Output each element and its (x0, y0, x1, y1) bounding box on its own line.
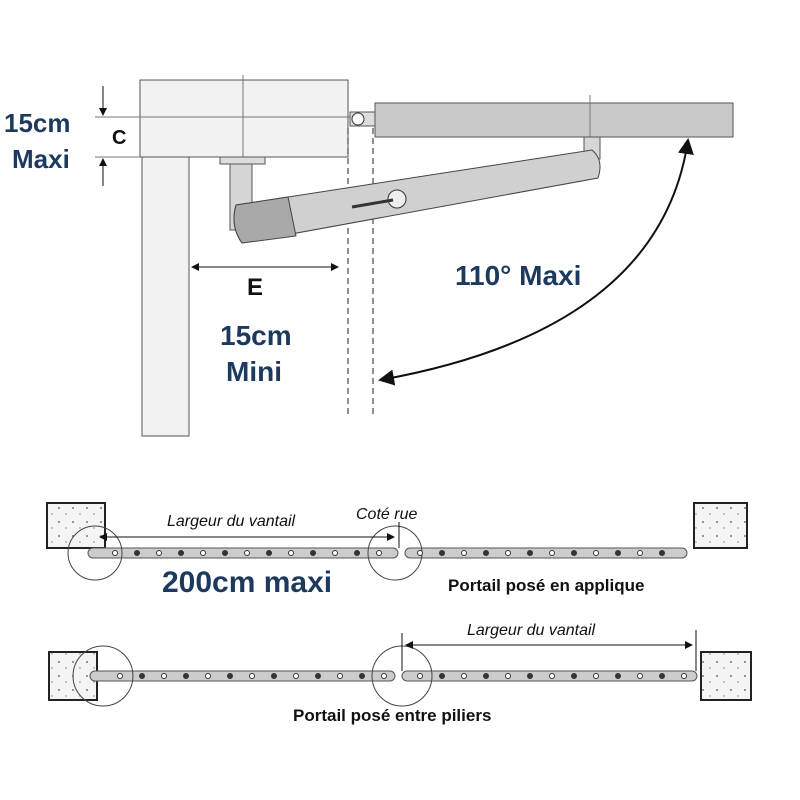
gate-hole (381, 673, 387, 679)
dim-e-label: E (247, 274, 264, 301)
e-value: 15cm (220, 320, 292, 351)
gate-hole (161, 673, 167, 679)
gate-hole (139, 673, 145, 679)
leaf-width-label: Largeur du vantail (167, 513, 296, 530)
gate-hole (549, 550, 555, 556)
pillar (139, 75, 349, 437)
gate-hole (315, 673, 321, 679)
max-width-label: 200cm maxi (162, 566, 333, 599)
gate-hole (337, 673, 343, 679)
gate-hole (505, 673, 511, 679)
gate-hole (205, 673, 211, 679)
caption-entre-piliers: Portail posé entre piliers (293, 706, 492, 725)
gate-hole (615, 550, 621, 556)
e-qualifier: Mini (226, 356, 282, 387)
leaf-width-label: Largeur du vantail (467, 622, 596, 639)
gate-hole (637, 673, 643, 679)
gate-hole (112, 550, 118, 556)
gate-hole (354, 550, 360, 556)
gate-hole (439, 550, 445, 556)
gate-hole (266, 550, 272, 556)
height-qualifier: Maxi (12, 144, 70, 174)
gate-hole (637, 550, 643, 556)
gate-hole (310, 550, 316, 556)
layout-entre-piliers (48, 630, 752, 707)
opening-angle-label: 110° Maxi (455, 260, 582, 291)
gate-hole (293, 673, 299, 679)
gate-leaf-top (374, 95, 734, 170)
gate-hole (249, 673, 255, 679)
gate-hole (593, 673, 599, 679)
gate-hole (288, 550, 294, 556)
gate-hole (359, 673, 365, 679)
caption-en-applique: Portail posé en applique (448, 576, 645, 595)
gate-hole (178, 550, 184, 556)
gate-hole (483, 550, 489, 556)
gate-hole (461, 550, 467, 556)
gate-hole (222, 550, 228, 556)
gate-hole (549, 673, 555, 679)
gate-hole (117, 673, 123, 679)
gate-hole (134, 550, 140, 556)
gate-hole (183, 673, 189, 679)
gate-hole (593, 550, 599, 556)
gate-hole (461, 673, 467, 679)
hinge (349, 111, 376, 127)
gate-hole (681, 673, 687, 679)
gate-hole (156, 550, 162, 556)
gate-hole (527, 550, 533, 556)
gate-hole (483, 673, 489, 679)
height-value: 15cm (4, 108, 71, 138)
gate-hole (244, 550, 250, 556)
gate-hole (571, 550, 577, 556)
gate-hole (271, 673, 277, 679)
gate-hole (571, 673, 577, 679)
dim-c-label: C (112, 127, 127, 149)
gate-hole (376, 550, 382, 556)
gate-hole (417, 550, 423, 556)
gate-hole (227, 673, 233, 679)
opening-angle-arc (378, 138, 694, 386)
gate-hole (439, 673, 445, 679)
street-side-label: Coté rue (356, 506, 418, 523)
height-dimension (95, 86, 355, 186)
gate-hole (332, 550, 338, 556)
gate-holes (112, 550, 687, 679)
gate-hole (659, 550, 665, 556)
gate-hole (615, 673, 621, 679)
gate-hole (417, 673, 423, 679)
gate-hole (505, 550, 511, 556)
gate-hole (527, 673, 533, 679)
gate-hole (659, 673, 665, 679)
gate-hole (200, 550, 206, 556)
